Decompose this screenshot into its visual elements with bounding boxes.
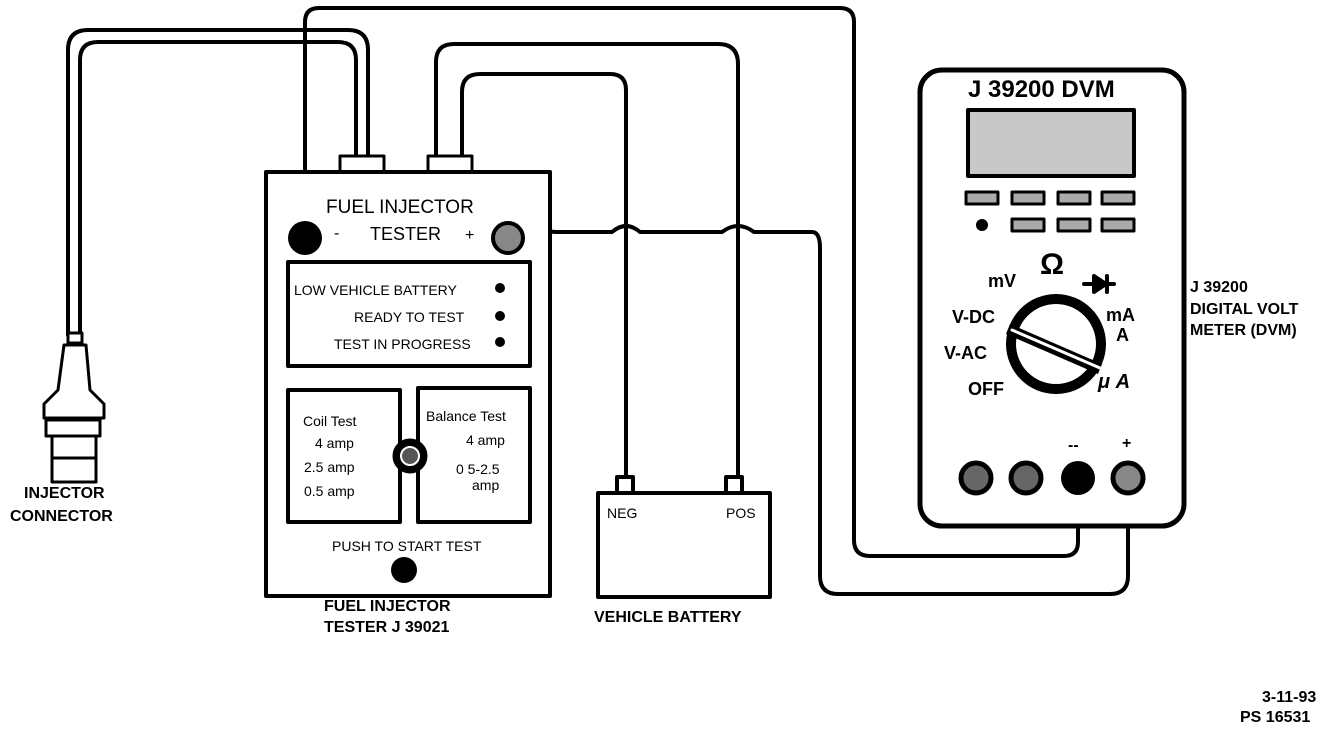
dvm-side-label-line1: J 39200 (1190, 279, 1248, 296)
dvm-key[interactable] (964, 190, 1000, 206)
push-to-start-label: PUSH TO START TEST (332, 538, 482, 554)
figure-date: 3-11-93 (1262, 689, 1317, 706)
vehicle-battery (596, 475, 772, 599)
dial-vac: V-AC (944, 343, 988, 363)
dvm-jack-1[interactable] (958, 460, 994, 496)
balance-test-value-2b: amp (472, 477, 500, 493)
indicator-ready: READY TO TEST (354, 309, 465, 325)
battery-caption: VEHICLE BATTERY (594, 609, 742, 626)
wire-tester-neg-to-dvm-neg (303, 6, 1080, 558)
tester-connector-left (338, 154, 386, 174)
dvm-side-label-line3: METER (DVM) (1190, 322, 1297, 339)
coil-test-title: Coil Test (303, 413, 357, 429)
injector-connector (42, 331, 106, 484)
low-battery-led (495, 283, 505, 293)
tester-title-line2: TESTER (370, 224, 442, 244)
battery-cable (434, 42, 740, 480)
tester-neg-jack[interactable] (288, 221, 322, 255)
dial-ua: μ A (1098, 371, 1131, 393)
indicator-in-progress: TEST IN PROGRESS (334, 336, 471, 352)
dvm-pos-jack[interactable] (1110, 460, 1146, 496)
coil-test-value-3: 0.5 amp (304, 483, 355, 499)
dvm-jack-2[interactable] (1008, 460, 1044, 496)
dvm-key[interactable] (1100, 217, 1136, 233)
battery-pos-terminal (724, 475, 744, 495)
dial-vdc: V-DC (952, 307, 996, 327)
dvm-neg-jack[interactable] (1061, 461, 1095, 495)
dial-ohm: Ω (1040, 248, 1065, 281)
battery-neg-label: NEG (607, 505, 638, 521)
tester-connector-right (426, 154, 474, 174)
dial-a: A (1116, 325, 1129, 345)
balance-test-value-2a: 0 5-2.5 (456, 461, 500, 477)
coil-test-value-1: 4 amp (315, 435, 354, 451)
dvm-title: J 39200 DVM (968, 76, 1115, 103)
balance-test-title: Balance Test (426, 408, 506, 424)
wire-tester-pos-to-dvm-pos (506, 224, 1130, 596)
injector-cable (66, 28, 370, 337)
dvm-side-label-line2: DIGITAL VOLT (1190, 301, 1299, 318)
dial-mv: mV (988, 271, 1017, 291)
push-start-button[interactable] (391, 557, 417, 583)
balance-test-value-1: 4 amp (466, 432, 505, 448)
ready-led (495, 311, 505, 321)
dial-ma: mA (1106, 305, 1136, 325)
diode-icon (1082, 274, 1116, 294)
dvm-power-dot (976, 219, 988, 231)
dvm-minus-label: -- (1068, 437, 1079, 454)
dvm-plus-label: + (1122, 435, 1132, 452)
dvm-key[interactable] (1010, 190, 1046, 206)
dvm-key[interactable] (1010, 217, 1046, 233)
dial-off: OFF (968, 379, 1004, 399)
tester-minus-label: - (334, 225, 340, 242)
dvm-key[interactable] (1056, 217, 1092, 233)
dvm-key[interactable] (1100, 190, 1136, 206)
tester-pos-jack[interactable] (491, 221, 525, 255)
tester-caption-line1: FUEL INJECTOR (324, 598, 451, 615)
figure-code: PS 16531 (1240, 709, 1311, 726)
in-progress-led (495, 337, 505, 347)
injector-connector-label-line2: CONNECTOR (10, 508, 113, 525)
dvm-display (966, 108, 1136, 178)
indicator-panel (286, 260, 532, 368)
dvm-key[interactable] (1056, 190, 1092, 206)
dvm-rotary-dial[interactable] (1006, 294, 1106, 394)
battery-neg-terminal (615, 475, 635, 495)
dvm-keypad (964, 190, 1136, 233)
digital-volt-meter (917, 67, 1187, 529)
battery-case (596, 491, 772, 599)
tester-caption-line2: TESTER J 39021 (324, 619, 450, 636)
tester-plus-label: + (465, 227, 475, 244)
injector-connector-label-line1: INJECTOR (24, 485, 105, 502)
test-select-switch-inner (400, 446, 420, 466)
indicator-low-battery: LOW VEHICLE BATTERY (294, 282, 457, 298)
battery-pos-label: POS (726, 505, 756, 521)
tester-title-line1: FUEL INJECTOR (326, 197, 474, 218)
coil-test-value-2: 2.5 amp (304, 459, 355, 475)
